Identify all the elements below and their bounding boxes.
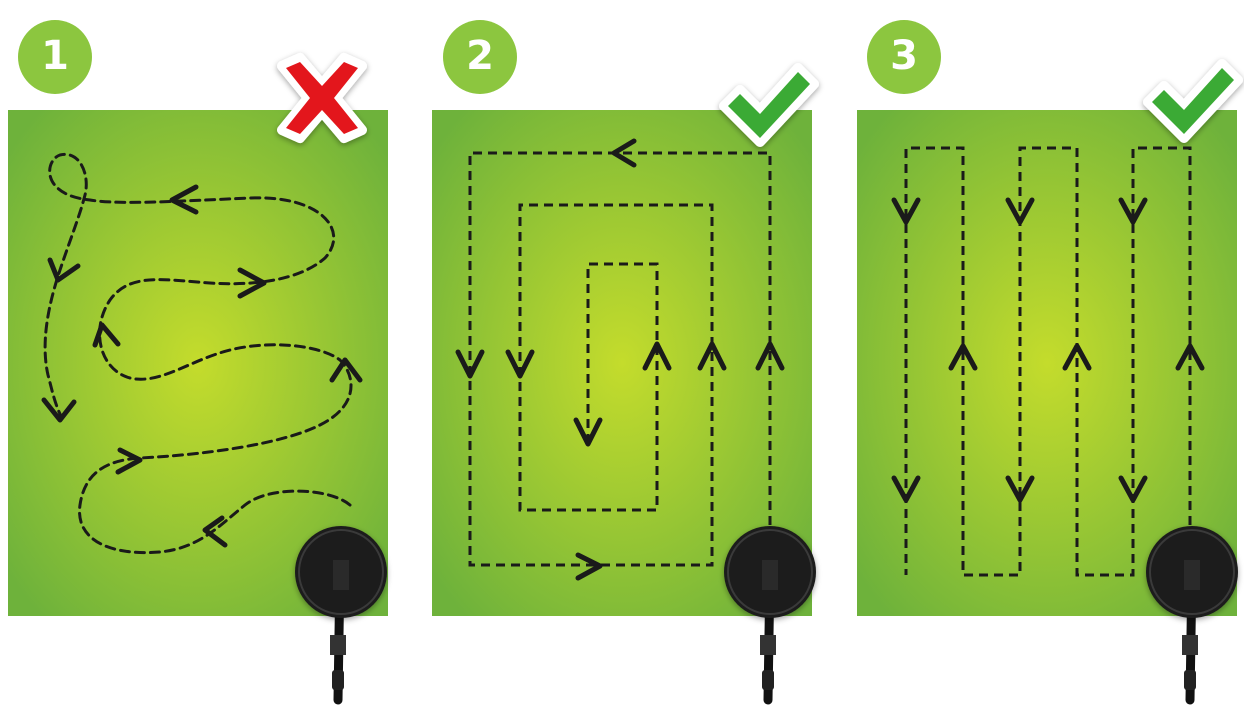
green-check-icon xyxy=(719,63,819,147)
panel-1: 1 xyxy=(0,0,400,714)
panel-1-graphic xyxy=(8,53,388,705)
step-badge-1: 1 xyxy=(18,20,92,94)
metal-detector-3 xyxy=(1146,526,1238,705)
random-path-arrows xyxy=(41,184,363,548)
spiral-arrows xyxy=(455,138,785,581)
red-x-icon xyxy=(277,53,367,143)
step-number-1: 1 xyxy=(41,33,69,79)
step-badge-3: 3 xyxy=(867,20,941,94)
parallel-path xyxy=(904,146,1192,577)
metal-detector-1 xyxy=(295,526,387,705)
panel-2-graphic xyxy=(432,63,819,705)
step-badge-2: 2 xyxy=(443,20,517,94)
step-number-2: 2 xyxy=(466,33,494,79)
spiral-path xyxy=(468,151,772,567)
panel-2: 2 xyxy=(432,20,819,705)
random-path-1 xyxy=(43,152,353,555)
parallel-arrows xyxy=(891,197,1205,503)
green-check-icon xyxy=(1143,59,1243,143)
step-number-3: 3 xyxy=(890,33,918,79)
metal-detector-2 xyxy=(724,526,816,705)
